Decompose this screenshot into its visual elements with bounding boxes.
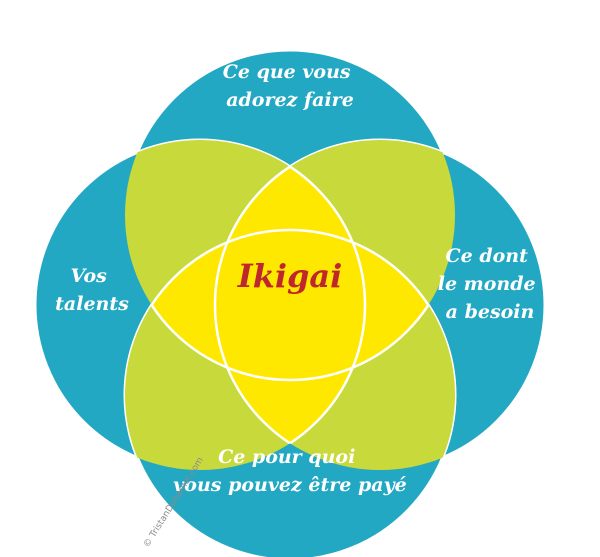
outline-bottom xyxy=(125,228,455,380)
outline-right xyxy=(213,140,365,470)
outline-left xyxy=(215,140,367,470)
label-left: Vos talents xyxy=(55,265,129,315)
outline-top xyxy=(125,230,455,382)
ikigai-title: Ikigai xyxy=(237,257,343,295)
label-right: Ce dont le monde a besoin xyxy=(438,245,543,323)
label-top: Ce que vous adorez faire xyxy=(223,61,357,111)
inner-outlines xyxy=(125,140,455,470)
label-bottom: Ce pour quoi vous pouvez être payé xyxy=(173,446,406,496)
